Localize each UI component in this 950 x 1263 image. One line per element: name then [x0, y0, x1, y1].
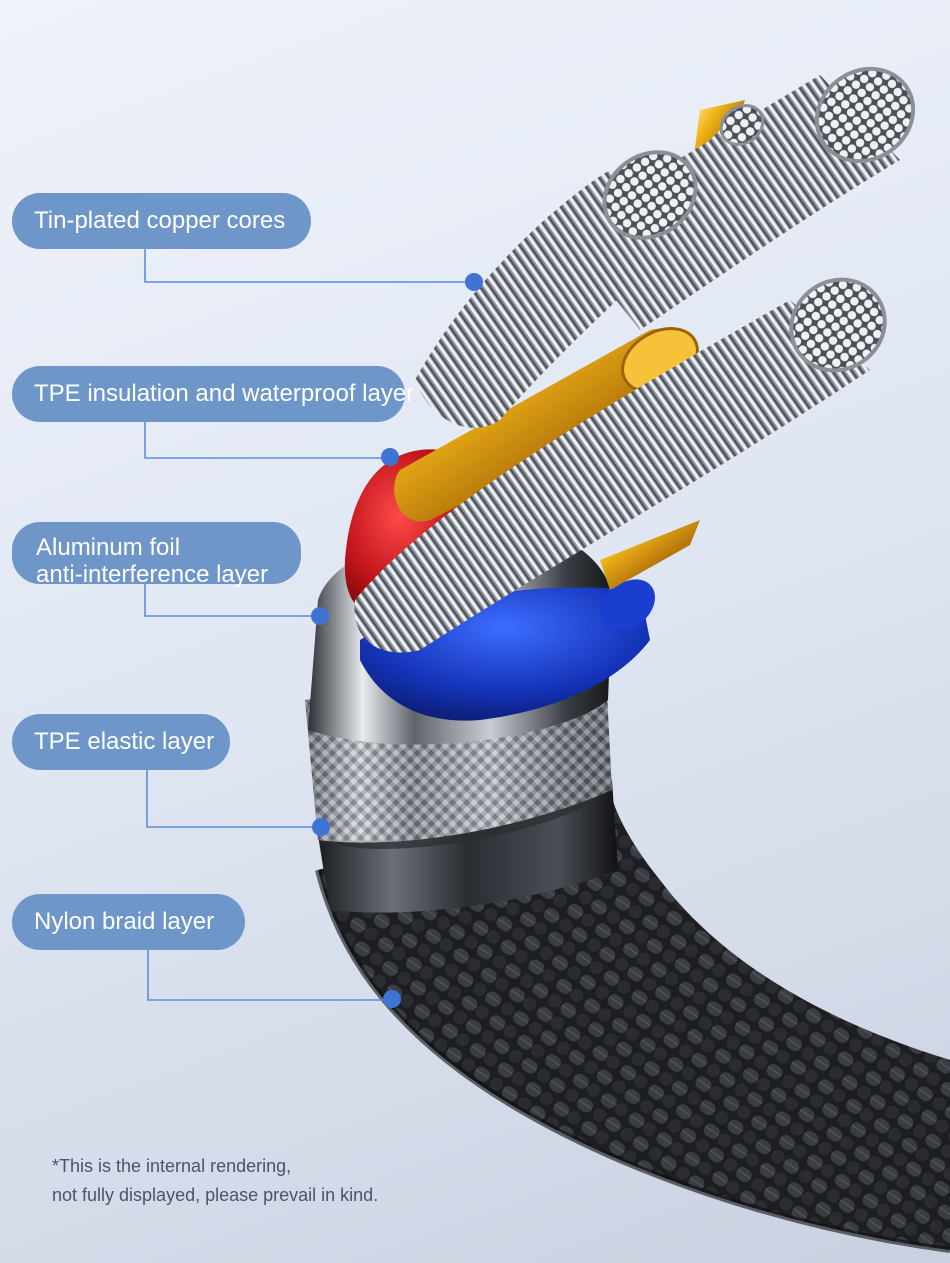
label-nylon-text: Nylon braid layer [34, 908, 215, 935]
footnote-line2: not fully displayed, please prevail in k… [52, 1185, 379, 1205]
footnote: *This is the internal rendering, not ful… [52, 1152, 378, 1210]
label-tpe-elastic-text: TPE elastic layer [34, 728, 215, 755]
label-aluminum-foil-layer: Aluminum foil anti-interference layer [12, 522, 301, 588]
label-tin-plated-copper-cores: Tin-plated copper cores [12, 193, 311, 249]
label-aluminum-line1: Aluminum foil [36, 534, 181, 561]
label-cores-text: Tin-plated copper cores [34, 207, 286, 234]
footnote-line1: *This is the internal rendering, [52, 1156, 292, 1176]
label-tpe-elastic-layer: TPE elastic layer [12, 714, 230, 770]
label-tpe-insulation-waterproof: TPE insulation and waterproof layer [12, 366, 415, 422]
label-aluminum-line2: anti-interference layer [36, 561, 269, 588]
label-nylon-braid-layer: Nylon braid layer [12, 894, 245, 950]
label-tpe-insulation-text: TPE insulation and waterproof layer [34, 380, 415, 407]
